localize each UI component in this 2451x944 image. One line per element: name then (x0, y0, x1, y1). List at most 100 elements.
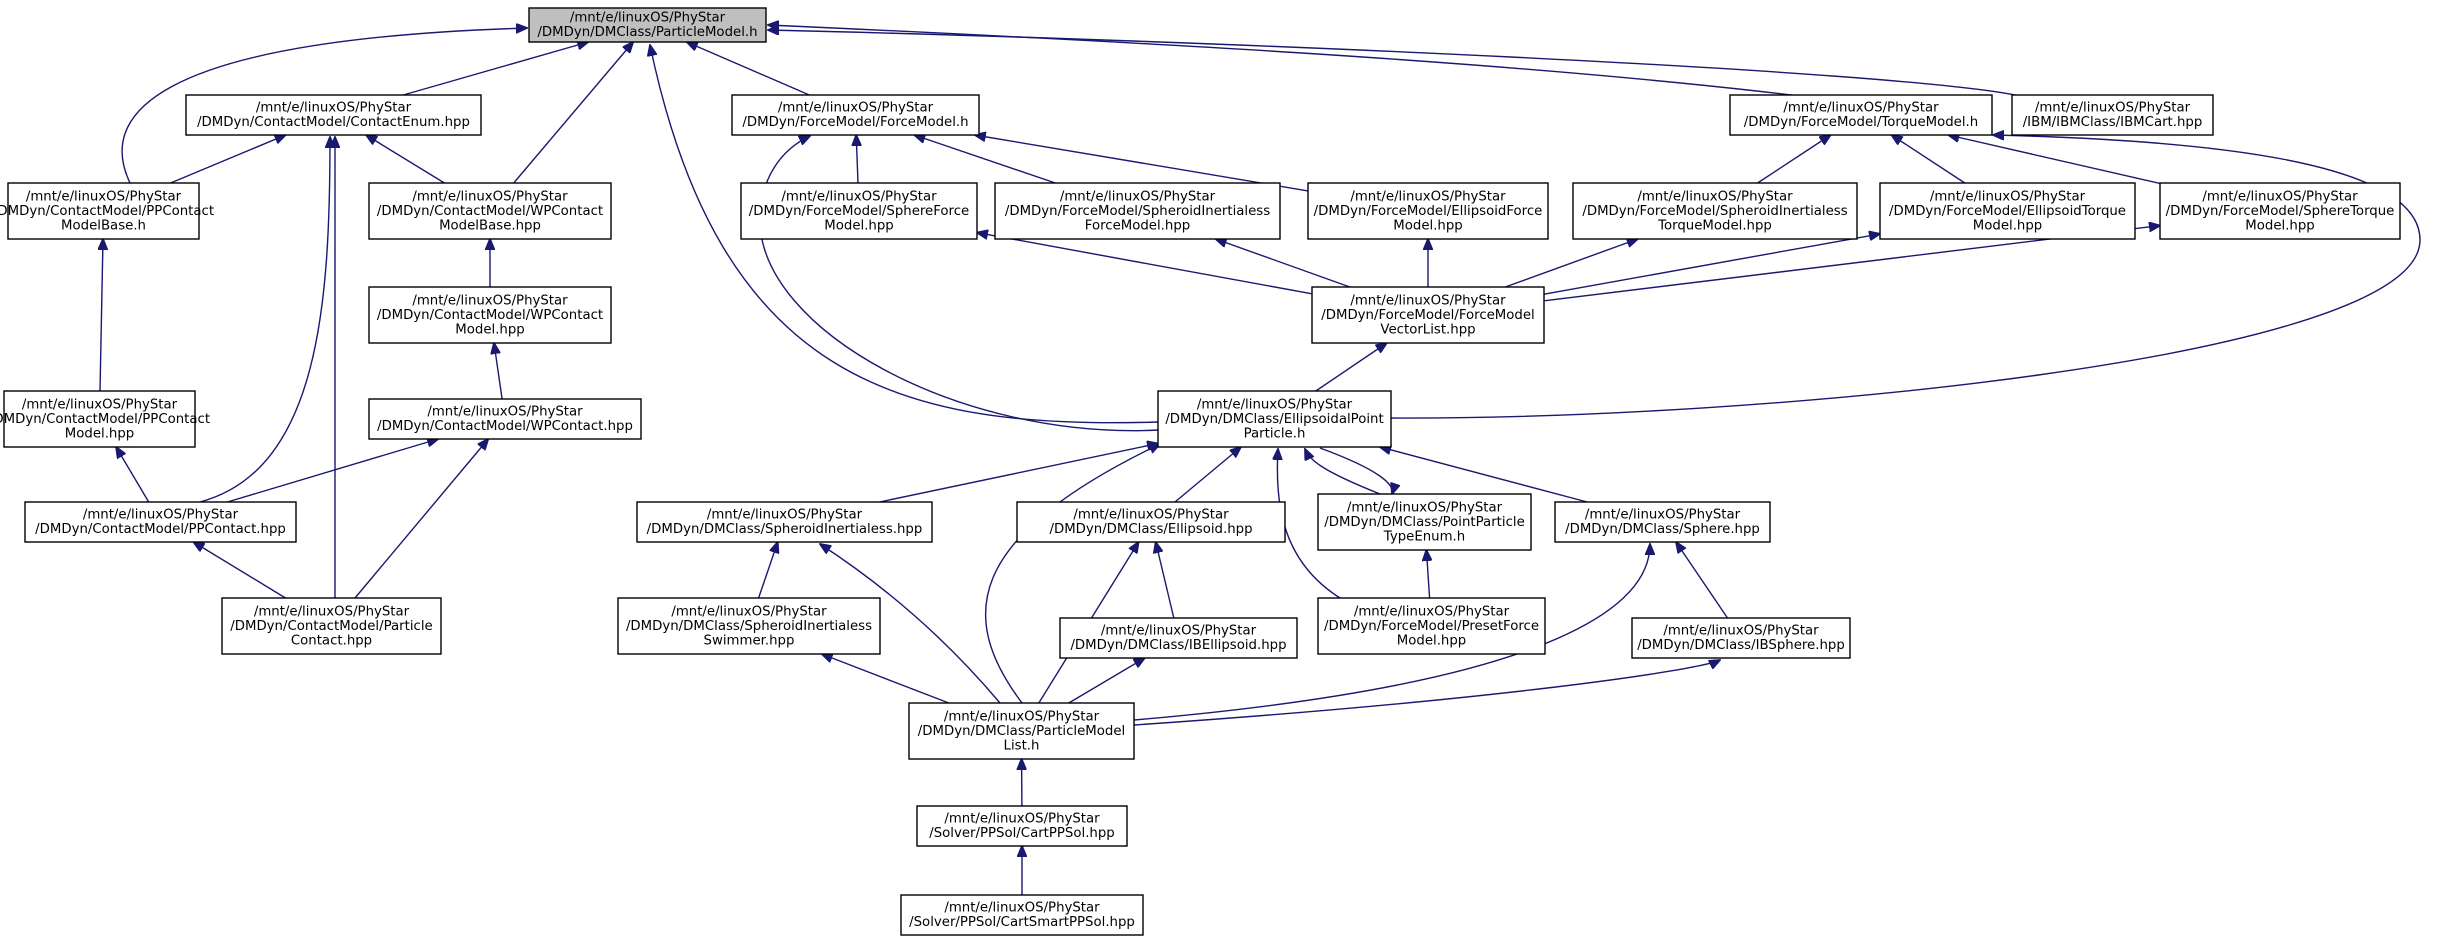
node-label-line: /mnt/e/linuxOS/PhyStar (570, 11, 726, 26)
edge-spheroid_swimmer-to-spheroid_inertialess (757, 542, 778, 599)
edge-force_model-to-particle_model (687, 42, 810, 96)
edge-contact_enum-to-particle_model (403, 42, 588, 96)
edge-pp_contact-to-contact_enum (199, 137, 330, 503)
edge-pp_contact_model-to-pp_contact_base (100, 239, 103, 392)
node-spheroid-inertialess[interactable]: /mnt/e/linuxOS/PhyStar/DMDyn/DMClass/Sph… (636, 501, 933, 543)
node-ib-sphere[interactable]: /mnt/e/linuxOS/PhyStar/DMDyn/DMClass/IBS… (1631, 617, 1851, 659)
node-box (908, 702, 1135, 760)
node-label-line: /IBM/IBMClass/IBMCart.hpp (2023, 115, 2203, 130)
node-label-line: /DMDyn/DMClass/PointParticle (1324, 515, 1525, 530)
edge-particle_contact-to-wp_contact (354, 439, 488, 599)
edge-particle_model_list-to-spheroid_inertialess (820, 544, 1001, 704)
node-box (368, 398, 642, 440)
node-pp-contact[interactable]: /mnt/e/linuxOS/PhyStar/DMDyn/ContactMode… (24, 501, 297, 543)
node-box (3, 390, 196, 448)
node-label-line: /DMDyn/DMClass/EllipsoidalPoint (1165, 412, 1383, 427)
node-label-line: /DMDyn/ForceModel/ForceModel.h (742, 115, 968, 130)
node-ellipsoid-force[interactable]: /mnt/e/linuxOS/PhyStar/DMDyn/ForceModel/… (1307, 182, 1549, 240)
edge-spheroid_force-to-force_model (914, 135, 1056, 184)
node-box (2159, 182, 2401, 240)
node-box (900, 894, 1144, 936)
node-spheroid-torque[interactable]: /mnt/e/linuxOS/PhyStar/DMDyn/ForceModel/… (1572, 182, 1858, 240)
node-label-line: Model.hpp (1973, 218, 2042, 233)
node-box (1059, 617, 1298, 659)
node-label-line: /mnt/e/linuxOS/PhyStar (1930, 189, 2086, 204)
node-label-line: /mnt/e/linuxOS/PhyStar (1350, 293, 1506, 308)
node-label-line: /DMDyn/DMClass/ParticleModel.h (537, 25, 757, 40)
edge-wp_contact-to-wp_contact_model (494, 343, 503, 400)
node-label-line: /mnt/e/linuxOS/PhyStar (412, 293, 568, 308)
node-label-line: /DMDyn/DMClass/SpheroidInertialess.hpp (647, 522, 923, 537)
node-spheroid-force[interactable]: /mnt/e/linuxOS/PhyStar/DMDyn/ForceModel/… (994, 182, 1281, 240)
node-preset-force[interactable]: /mnt/e/linuxOS/PhyStar/DMDyn/ForceModel/… (1317, 597, 1546, 655)
node-ellipsoid-torque[interactable]: /mnt/e/linuxOS/PhyStar/DMDyn/ForceModel/… (1879, 182, 2136, 240)
node-pp-contact-base[interactable]: /mnt/e/linuxOS/PhyStar/DMDyn/ContactMode… (0, 182, 214, 240)
node-ellipsoid[interactable]: /mnt/e/linuxOS/PhyStar/DMDyn/DMClass/Ell… (1016, 501, 1286, 543)
edge-particle_model_list-to-ellipsoidal_point (985, 444, 1160, 704)
node-label-line: /DMDyn/ForceModel/PresetForce (1324, 619, 1539, 634)
edges (100, 25, 2421, 895)
node-ibm-cart[interactable]: /mnt/e/linuxOS/PhyStar/IBM/IBMClass/IBMC… (2011, 94, 2214, 136)
node-box (185, 94, 482, 136)
node-label-line: /DMDyn/ContactModel/PPContact (0, 204, 214, 219)
node-wp-contact-base[interactable]: /mnt/e/linuxOS/PhyStar/DMDyn/ContactMode… (368, 182, 612, 240)
node-label-line: /mnt/e/linuxOS/PhyStar (1347, 500, 1503, 515)
node-label-line: Model.hpp (1393, 218, 1462, 233)
node-box (1311, 286, 1545, 344)
node-label-line: /DMDyn/DMClass/SpheroidInertialess (626, 619, 872, 634)
node-cart-pp-sol[interactable]: /mnt/e/linuxOS/PhyStar/Solver/PPSol/Cart… (916, 805, 1128, 847)
node-sphere-torque[interactable]: /mnt/e/linuxOS/PhyStar/DMDyn/ForceModel/… (2159, 182, 2401, 240)
node-label-line: /DMDyn/DMClass/ParticleModel (918, 724, 1125, 739)
node-label-line: /DMDyn/ContactModel/PPContact.hpp (35, 522, 286, 537)
node-ellipsoidal-point[interactable]: /mnt/e/linuxOS/PhyStar/DMDyn/DMClass/Ell… (1157, 390, 1392, 448)
node-point-particle-type[interactable]: /mnt/e/linuxOS/PhyStar/DMDyn/DMClass/Poi… (1317, 493, 1532, 551)
node-label-line: /mnt/e/linuxOS/PhyStar (707, 508, 863, 523)
node-particle-model[interactable]: /mnt/e/linuxOS/PhyStar/DMDyn/DMClass/Par… (528, 7, 767, 43)
node-wp-contact-model[interactable]: /mnt/e/linuxOS/PhyStar/DMDyn/ContactMode… (368, 286, 612, 344)
edge-pp_contact-to-wp_contact (227, 439, 438, 503)
node-sphere-force[interactable]: /mnt/e/linuxOS/PhyStar/DMDyn/ForceModel/… (740, 182, 978, 240)
node-label-line: /mnt/e/linuxOS/PhyStar (1354, 604, 1510, 619)
node-label-line: /DMDyn/DMClass/Ellipsoid.hpp (1049, 522, 1252, 537)
node-box (7, 182, 200, 240)
node-label-line: /DMDyn/ContactModel/WPContact (377, 204, 603, 219)
node-label-line: TypeEnum.h (1383, 529, 1465, 544)
node-label-line: /DMDyn/ForceModel/SphereTorque (2166, 204, 2395, 219)
node-spheroid-swimmer[interactable]: /mnt/e/linuxOS/PhyStar/DMDyn/DMClass/Sph… (617, 597, 881, 655)
node-label-line: /DMDyn/ContactModel/WPContact.hpp (377, 419, 633, 434)
node-contact-enum[interactable]: /mnt/e/linuxOS/PhyStar/DMDyn/ContactMode… (185, 94, 482, 136)
node-box (368, 182, 612, 240)
node-label-line: ForceModel.hpp (1085, 218, 1190, 233)
node-particle-contact[interactable]: /mnt/e/linuxOS/PhyStar/DMDyn/ContactMode… (221, 597, 442, 655)
node-label-line: /mnt/e/linuxOS/PhyStar (412, 189, 568, 204)
node-label-line: Model.hpp (65, 426, 134, 441)
node-cart-smart-pp-sol[interactable]: /mnt/e/linuxOS/PhyStar/Solver/PPSol/Cart… (900, 894, 1144, 936)
node-torque-model[interactable]: /mnt/e/linuxOS/PhyStar/DMDyn/ForceModel/… (1729, 94, 1993, 136)
node-ib-ellipsoid[interactable]: /mnt/e/linuxOS/PhyStar/DMDyn/DMClass/IBE… (1059, 617, 1298, 659)
node-label-line: Model.hpp (1397, 633, 1466, 648)
node-sphere[interactable]: /mnt/e/linuxOS/PhyStar/DMDyn/DMClass/Sph… (1554, 501, 1771, 543)
node-box (1631, 617, 1851, 659)
node-force-model[interactable]: /mnt/e/linuxOS/PhyStar/DMDyn/ForceModel/… (731, 94, 980, 136)
edge-ellipsoidal_point-to-particle_model (650, 45, 1159, 424)
node-box (24, 501, 297, 543)
node-label-line: /mnt/e/linuxOS/PhyStar (944, 709, 1100, 724)
node-label-line: /DMDyn/ForceModel/SpheroidInertialess (1005, 204, 1270, 219)
edge-particle_model_list-to-spheroid_swimmer (822, 654, 950, 704)
edge-force_vector_list-to-spheroid_force (1216, 239, 1351, 288)
node-wp-contact[interactable]: /mnt/e/linuxOS/PhyStar/DMDyn/ContactMode… (368, 398, 642, 440)
node-box (1572, 182, 1858, 240)
edge-wp_contact_base-to-particle_model (513, 42, 633, 184)
edge-pp_contact_base-to-particle_model (121, 28, 527, 184)
node-force-vector-list[interactable]: /mnt/e/linuxOS/PhyStar/DMDyn/ForceModel/… (1311, 286, 1545, 344)
node-label-line: /mnt/e/linuxOS/PhyStar (1585, 508, 1741, 523)
node-label-line: /DMDyn/DMClass/IBEllipsoid.hpp (1070, 638, 1286, 653)
edge-ib_ellipsoid-to-ellipsoid (1156, 542, 1175, 619)
node-label-line: /mnt/e/linuxOS/PhyStar (1783, 101, 1939, 116)
edge-ibm_cart-to-particle_model (768, 30, 2021, 97)
edge-spheroid_inertialess-to-ellipsoidal_point (879, 444, 1158, 503)
node-particle-model-list[interactable]: /mnt/e/linuxOS/PhyStar/DMDyn/DMClass/Par… (908, 702, 1135, 760)
node-label-line: /DMDyn/DMClass/Sphere.hpp (1565, 522, 1760, 537)
node-pp-contact-model[interactable]: /mnt/e/linuxOS/PhyStar/DMDyn/ContactMode… (0, 390, 210, 448)
